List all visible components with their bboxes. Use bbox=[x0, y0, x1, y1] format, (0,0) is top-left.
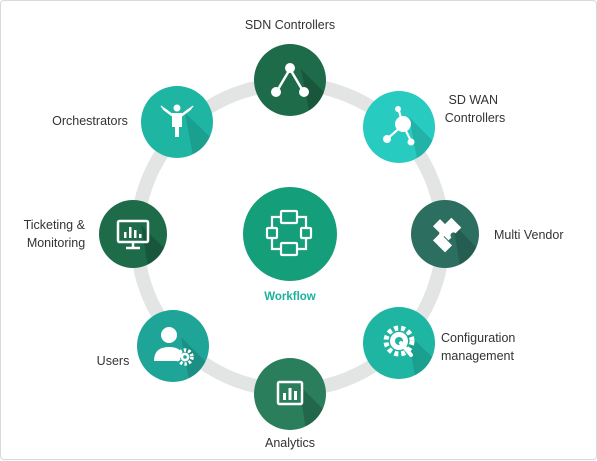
bar-chart-icon bbox=[276, 380, 304, 406]
node-ticketing-monitoring[interactable]: Ticketing & Monitoring bbox=[24, 200, 179, 273]
label-ticketing-monitoring: Ticketing & Monitoring bbox=[24, 218, 89, 250]
gear-wrench-icon bbox=[383, 325, 415, 357]
hierarchy-icon bbox=[271, 63, 309, 97]
center-workflow-node[interactable]: Workflow bbox=[243, 187, 337, 303]
node-orchestrators[interactable]: Orchestrators bbox=[52, 86, 227, 167]
node-configuration-management[interactable]: Configuration management bbox=[363, 307, 519, 387]
label-ticketing-line-1: Ticketing & bbox=[24, 218, 86, 232]
monitor-chart-icon bbox=[116, 219, 150, 250]
node-sd-wan-controllers[interactable]: SD WAN Controllers bbox=[363, 91, 505, 169]
label-multi-vendor: Multi Vendor bbox=[494, 228, 563, 242]
network-nodes-icon bbox=[383, 106, 415, 146]
user-gear-icon bbox=[154, 327, 194, 366]
puzzle-icon bbox=[432, 217, 462, 253]
label-config-line-2: management bbox=[441, 349, 514, 363]
label-config-line-1: Configuration bbox=[441, 331, 515, 345]
label-sd-wan-controllers: SD WAN Controllers bbox=[445, 93, 505, 125]
node-sdn-controllers[interactable]: SDN Controllers bbox=[245, 18, 341, 121]
center-label: Workflow bbox=[264, 291, 316, 303]
label-analytics: Analytics bbox=[265, 436, 315, 450]
node-analytics[interactable]: Analytics bbox=[254, 358, 339, 450]
label-sd-wan-line-2: Controllers bbox=[445, 111, 505, 125]
node-multi-vendor[interactable]: Multi Vendor bbox=[411, 200, 563, 273]
label-sdn-controllers: SDN Controllers bbox=[245, 18, 335, 32]
label-ticketing-line-2: Monitoring bbox=[27, 236, 85, 250]
label-configuration-management: Configuration management bbox=[441, 331, 519, 363]
label-sd-wan-line-1: SD WAN bbox=[448, 93, 498, 107]
conductor-icon bbox=[160, 104, 194, 137]
workflow-icon bbox=[265, 209, 313, 257]
label-users: Users bbox=[97, 354, 130, 368]
label-orchestrators: Orchestrators bbox=[52, 114, 128, 128]
node-users[interactable]: Users bbox=[97, 310, 223, 391]
